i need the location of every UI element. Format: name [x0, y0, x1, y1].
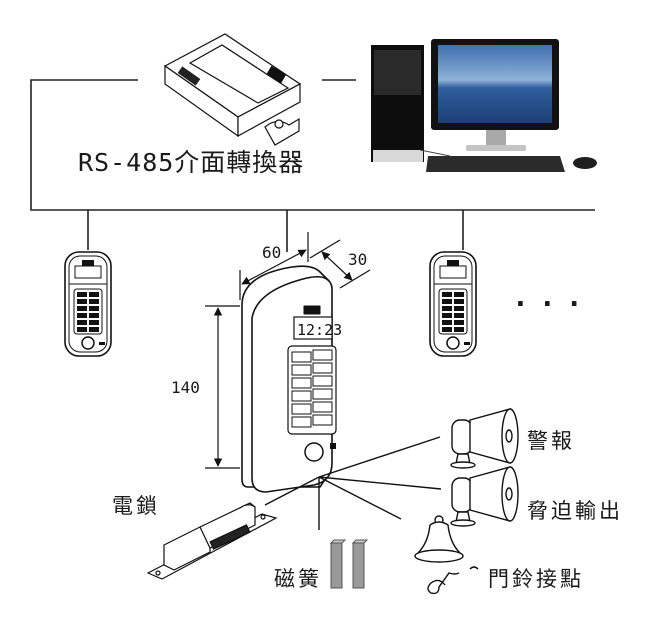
width-dimension-label: 60: [262, 243, 282, 262]
keypad-display-digits: 12:23: [297, 321, 342, 339]
alarm-label: 警報: [527, 429, 575, 453]
card-reader-keypad-2: [241, 265, 337, 493]
more-readers-ellipsis: ...: [512, 280, 593, 313]
reed-switch-label: 磁簧: [274, 567, 322, 591]
electric-lock-label: 電鎖: [112, 494, 160, 518]
magnetic-reed-switch-icon: [329, 539, 369, 589]
computer-icon: [371, 39, 597, 172]
card-reader-keypad-3: [429, 251, 477, 357]
mouse: [573, 157, 597, 169]
doorbell-contact-label: 門鈴接點: [488, 567, 584, 591]
bus-main-line: [30, 79, 595, 211]
output-wiring: [264, 436, 442, 530]
depth-dimension-label: 30: [348, 250, 368, 269]
width-dimension-arrow: [241, 249, 307, 285]
electric-lock-icon: [146, 502, 278, 580]
duress-output-label: 脅迫輸出: [527, 499, 623, 523]
depth-dimension-arrow: [321, 251, 353, 281]
keyboard: [426, 156, 565, 172]
dimension-lines: [205, 232, 371, 469]
doorbell-icon: [414, 515, 479, 595]
rs485-bus: [30, 79, 595, 252]
card-reader-keypad-1: [64, 251, 112, 357]
duress-siren-icon: [450, 466, 519, 527]
monitor-screen: [438, 45, 552, 123]
rs485-converter-icon: [163, 33, 302, 146]
height-dimension-label: 140: [171, 378, 200, 397]
alarm-siren-icon: [450, 408, 519, 469]
rs485-converter-label: RS-485介面轉換器: [78, 148, 305, 177]
